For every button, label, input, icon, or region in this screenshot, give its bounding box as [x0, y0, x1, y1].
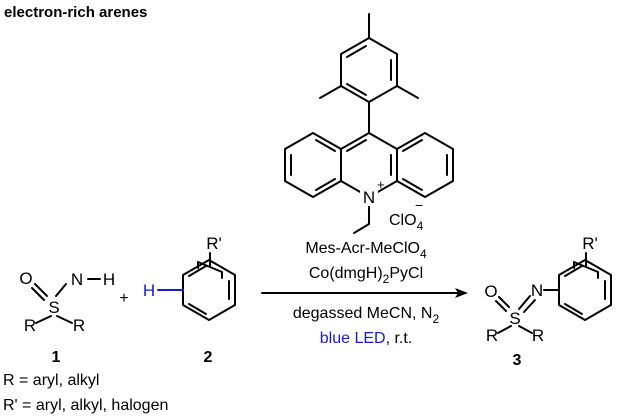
reaction-arrow: [261, 288, 468, 298]
condition-photocatalyst: Mes-Acr-MeClO4: [305, 240, 427, 261]
catalyst-counterion: ClO4: [389, 212, 424, 233]
reactant-2-hydrogen: H: [143, 281, 155, 300]
reactant-1-structure: [31, 278, 101, 324]
scheme-title: electron-rich arenes: [4, 4, 147, 21]
catalyst-nitrogen: N: [363, 188, 375, 207]
footnote-r-definition: R = aryl, alkyl: [3, 372, 99, 389]
plus-sign: +: [119, 290, 128, 307]
reactant-1-hydrogen: H: [103, 270, 115, 289]
compound-number-1: 1: [52, 349, 61, 366]
counterion-negative-charge: −: [415, 197, 423, 213]
catalyst-positive-charge: +: [377, 177, 385, 192]
condition-cobalt-catalyst: Co(dmgH)2PyCl: [309, 265, 423, 286]
reactant-2-substituent: R': [206, 234, 222, 253]
reactant-1-nitrogen: N: [71, 270, 83, 289]
product-3-substituent: R': [582, 234, 598, 253]
compound-number-2: 2: [204, 349, 213, 366]
condition-solvent: degassed MeCN, N2: [293, 305, 440, 326]
reactant-1-sulfur: S: [48, 298, 59, 317]
product-3-structure: [495, 252, 612, 334]
reactant-1-r-left: R: [24, 316, 36, 335]
reactant-1-oxygen: O: [19, 269, 32, 288]
footnote-rprime-definition: R' = aryl, alkyl, halogen: [3, 397, 168, 414]
reactant-1-r-right: R: [73, 316, 85, 335]
product-3-oxygen: O: [484, 282, 497, 301]
product-3-nitrogen: N: [531, 281, 543, 300]
condition-light: blue LED, r.t.: [320, 330, 413, 347]
reactant-2-structure: [157, 252, 236, 321]
compound-number-3: 3: [513, 352, 522, 369]
product-3-r-right: R: [532, 326, 544, 345]
product-3-sulfur: S: [509, 309, 520, 328]
product-3-r-left: R: [486, 326, 498, 345]
